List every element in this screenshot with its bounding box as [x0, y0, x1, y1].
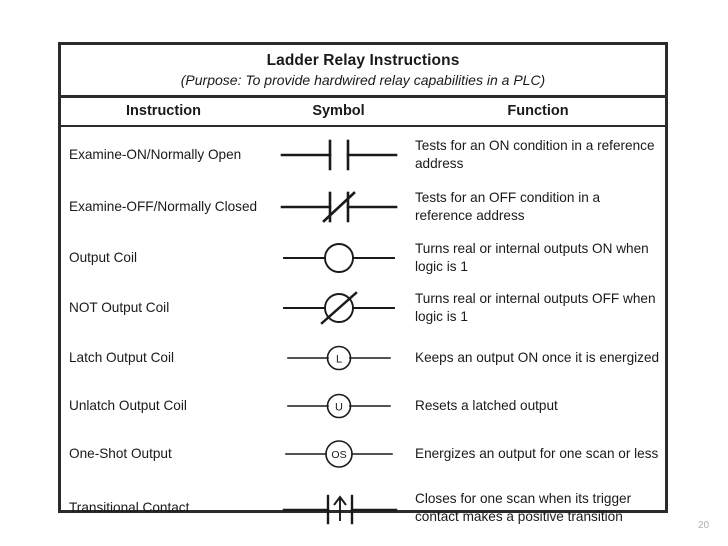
table-subtitle: (Purpose: To provide hardwired relay cap…	[180, 72, 546, 89]
table-row: Examine-OFF/Normally Closed Tests for an…	[61, 181, 665, 233]
table-body: Examine-ON/Normally Open Tests for an ON…	[61, 127, 665, 537]
not-output-coil-symbol	[282, 290, 395, 325]
table-row: Latch Output Coil L Keeps an output ON o…	[61, 333, 665, 383]
instruction-label: Examine-OFF/Normally Closed	[69, 198, 258, 214]
symbol-cell	[266, 241, 411, 275]
table-row: NOT Output Coil Turns real or internal o…	[61, 283, 665, 333]
table-row: One-Shot Output OS Energizes an output f…	[61, 429, 665, 479]
table-title: Ladder Relay Instructions	[266, 52, 460, 69]
function-label: Keeps an output ON once it is energized	[415, 349, 660, 365]
instruction-label: Unlatch Output Coil	[69, 397, 187, 413]
symbol-cell	[266, 290, 411, 325]
function-label: Resets a latched output	[415, 397, 558, 413]
output-coil-symbol	[282, 242, 395, 273]
table-row: Examine-ON/Normally Open Tests for an ON…	[61, 129, 665, 181]
normally-closed-contact-symbol	[280, 190, 397, 223]
symbol-cell	[266, 490, 411, 526]
page-number: 20	[698, 520, 710, 531]
symbol-cell: L	[266, 341, 411, 375]
symbol-letter: L	[335, 353, 341, 365]
instruction-label: Latch Output Coil	[69, 349, 175, 365]
table-title-block: Ladder Relay Instructions (Purpose: To p…	[61, 45, 665, 98]
symbol-cell: OS	[266, 437, 411, 471]
symbol-cell	[266, 190, 411, 224]
latch-output-coil-symbol: L	[286, 345, 391, 370]
one-shot-output-symbol: OS	[284, 439, 393, 468]
transitional-contact-symbol	[282, 494, 397, 524]
table-row: Output Coil Turns real or internal outpu…	[61, 233, 665, 283]
instruction-label: One-Shot Output	[69, 445, 172, 461]
unlatch-output-coil-symbol: U	[286, 393, 391, 418]
instruction-label: Transitional Contact	[69, 499, 190, 515]
normally-open-contact-symbol	[280, 139, 397, 170]
table-row: Transitional Contact	[61, 479, 665, 537]
function-label: Turns real or internal outputs OFF when …	[415, 291, 656, 324]
column-header-function: Function	[507, 103, 569, 120]
table-row: Unlatch Output Coil U Resets a latched o…	[61, 383, 665, 429]
symbol-letter: U	[335, 401, 343, 413]
function-label: Closes for one scan when its trigger con…	[415, 491, 632, 524]
instruction-label: NOT Output Coil	[69, 299, 170, 315]
symbol-cell: U	[266, 389, 411, 423]
function-label: Turns real or internal outputs ON when l…	[415, 241, 649, 274]
instruction-label: Output Coil	[69, 249, 138, 265]
function-label: Tests for an OFF condition in a referenc…	[415, 190, 601, 223]
function-label: Tests for an ON condition in a reference…	[415, 138, 655, 171]
function-label: Energizes an output for one scan or less	[415, 445, 659, 461]
symbol-letter: OS	[331, 449, 346, 461]
column-header-instruction: Instruction	[126, 103, 201, 120]
column-header-symbol: Symbol	[312, 103, 365, 120]
instruction-label: Examine-ON/Normally Open	[69, 146, 242, 162]
ladder-relay-instructions-table: Ladder Relay Instructions (Purpose: To p…	[58, 42, 668, 524]
table-header-row: Instruction Symbol Function	[61, 98, 665, 127]
symbol-cell	[266, 138, 411, 172]
